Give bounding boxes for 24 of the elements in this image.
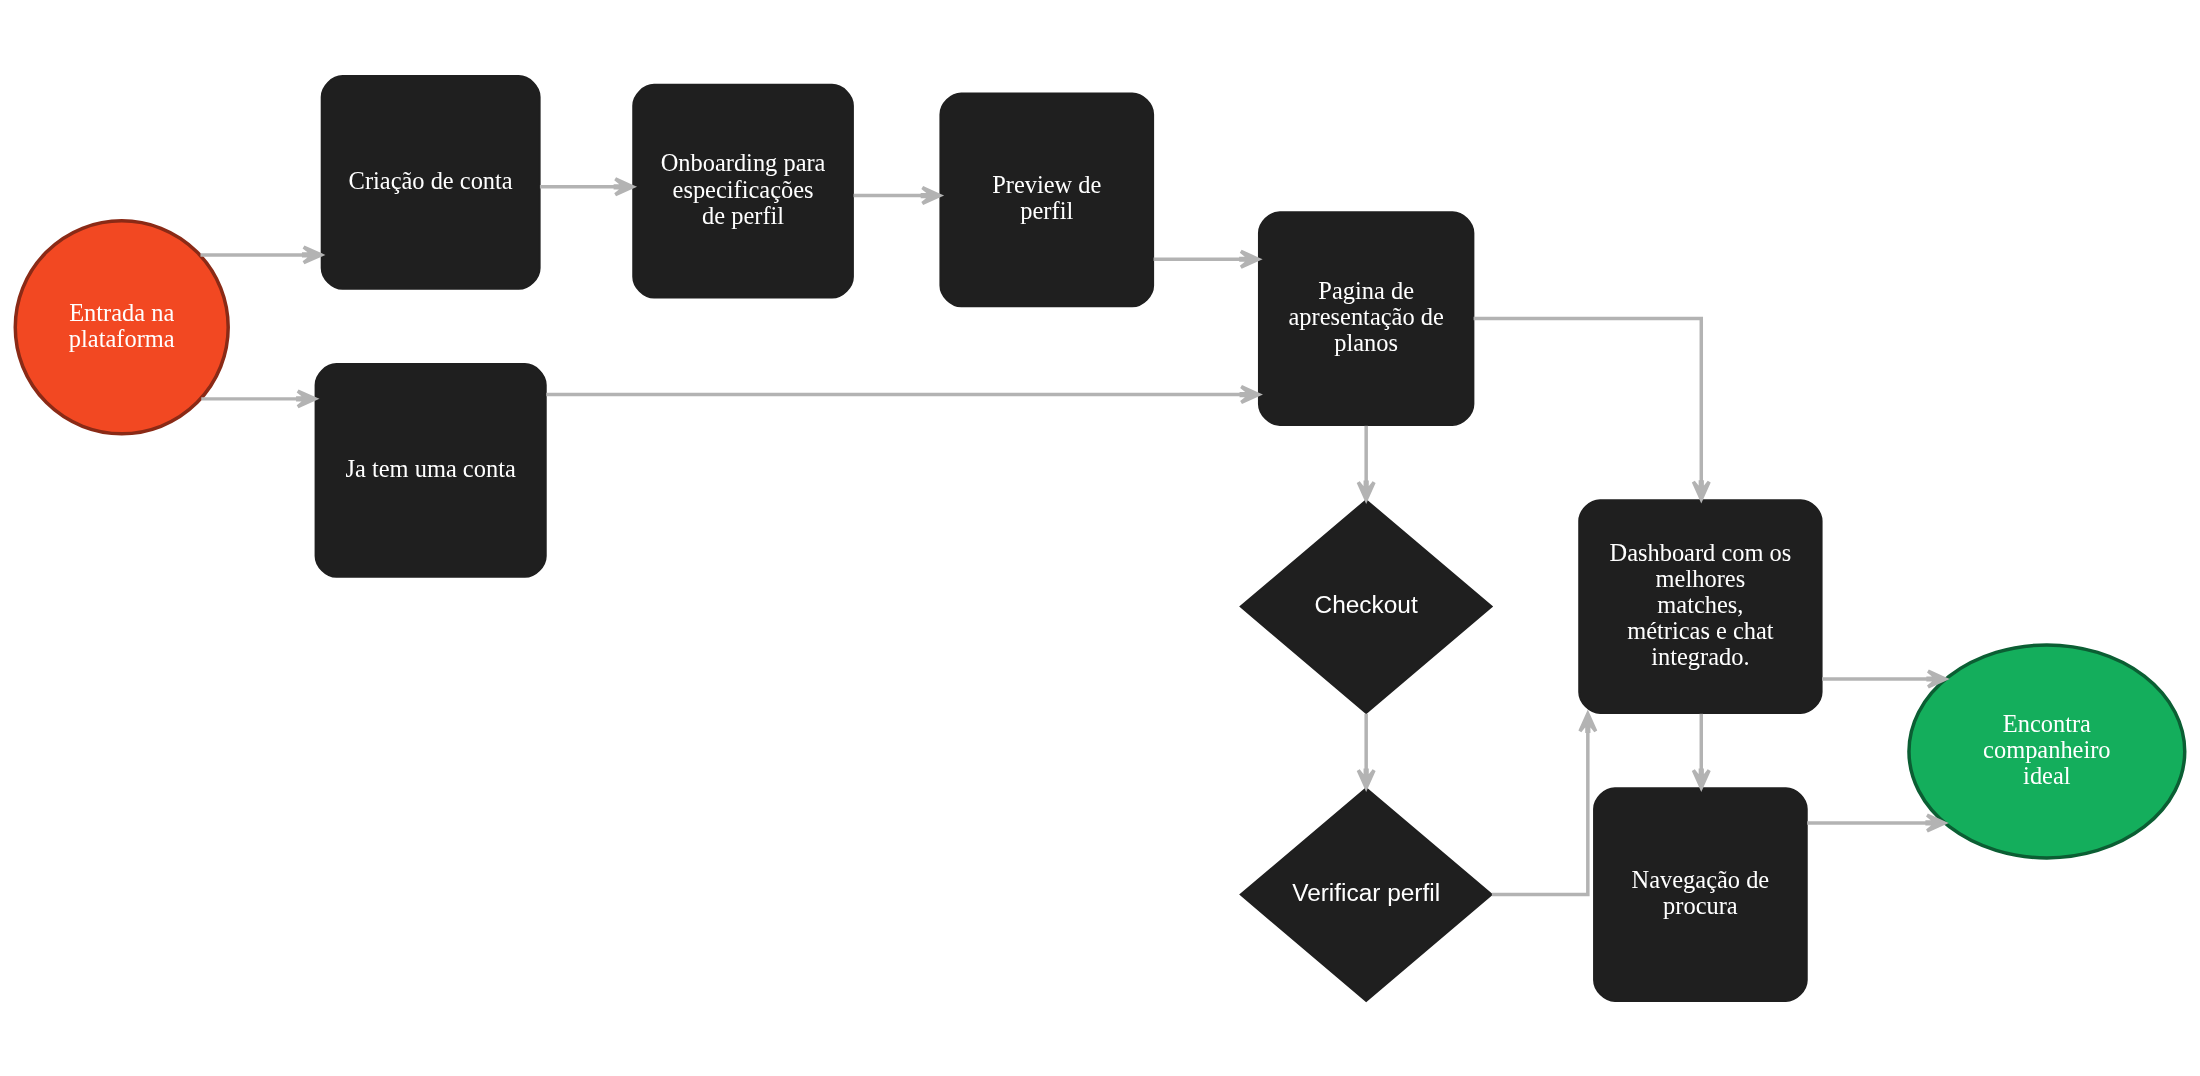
arrow	[1491, 711, 1598, 896]
arrow	[546, 384, 1261, 404]
arrow	[539, 176, 635, 196]
arrow	[200, 244, 323, 264]
arrow	[1691, 713, 1711, 789]
node-box: Dashboard com os melhores matches, métricas e chat integrado.	[1578, 498, 1823, 714]
node-diamond: Checkout	[1239, 498, 1494, 714]
node-diamond: Verificar perfil	[1239, 786, 1494, 1002]
node-box: Criação de conta	[320, 74, 541, 290]
arrow	[1807, 812, 1947, 833]
arrow	[1356, 425, 1376, 501]
arrow	[201, 388, 317, 408]
arrow	[1153, 249, 1261, 269]
node-ellipse: Encontra companheiro ideal	[1907, 642, 2187, 860]
arrow	[853, 185, 942, 205]
arrow	[1473, 316, 1711, 501]
node-box: Onboarding para especificações de perfil	[632, 83, 854, 298]
node-box: Ja tem uma conta	[314, 362, 547, 578]
arrow	[1356, 713, 1376, 789]
node-box: Pagina de apresentação de planos	[1257, 210, 1475, 426]
node-circle: Entrada na plataforma	[13, 218, 230, 436]
node-box: Preview de perfil	[939, 92, 1155, 307]
arrow	[1822, 668, 1948, 689]
node-box: Navegação de procura	[1593, 786, 1808, 1002]
